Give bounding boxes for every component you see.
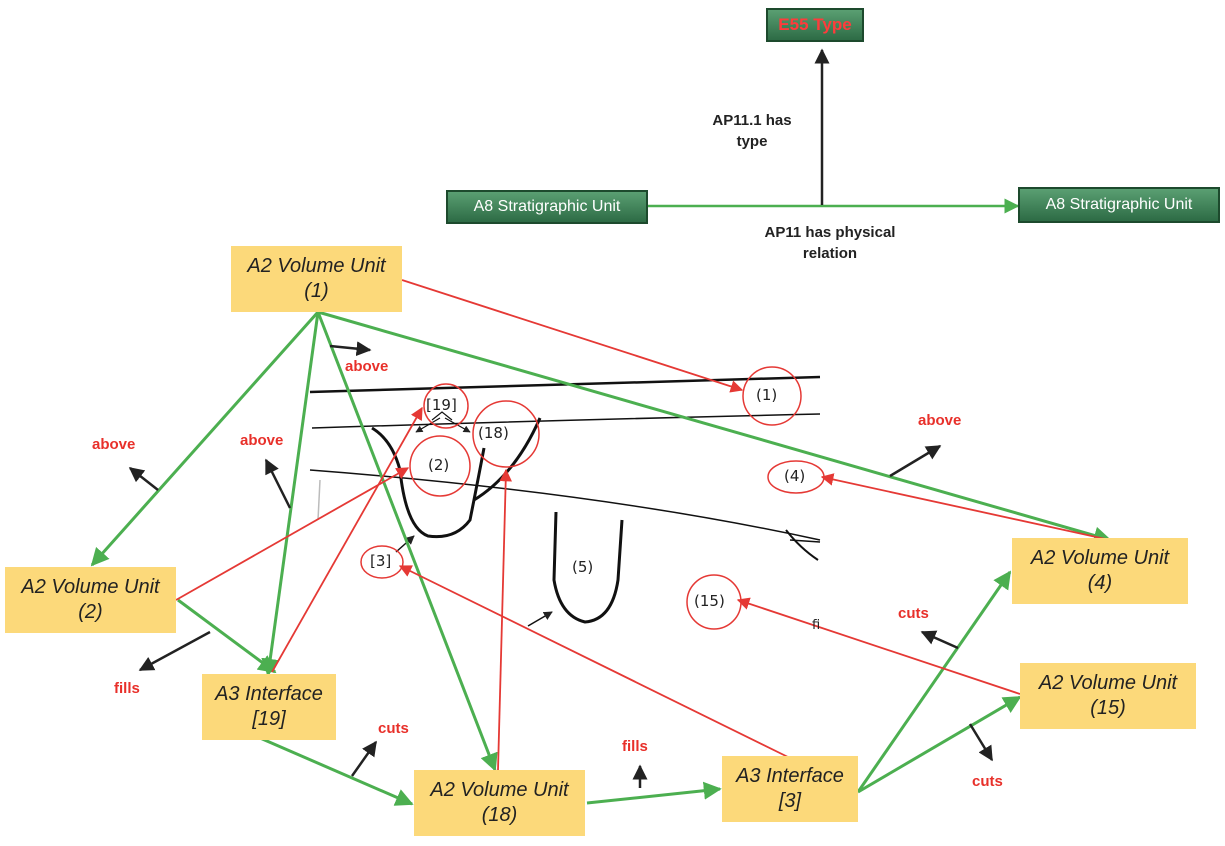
section-label-3: [3] <box>370 552 392 570</box>
edge-2-19 <box>177 598 277 674</box>
cut-pit-2 <box>371 426 486 539</box>
map-18 <box>497 468 512 771</box>
section-label-5: (5) <box>572 558 594 576</box>
divider-mark <box>317 479 321 521</box>
arrow-3 <box>395 535 415 553</box>
green-relations <box>90 310 1112 806</box>
map-3 <box>398 565 791 759</box>
map-19 <box>271 406 423 673</box>
edge-mark <box>785 529 819 561</box>
a8-unit-right-box: A8 Stratigraphic Unit <box>1018 187 1220 223</box>
circle-19 <box>423 383 469 429</box>
arrow-19-left <box>415 417 441 433</box>
arrow-above-2 <box>128 467 159 491</box>
cut-pit-5 <box>552 511 624 624</box>
has-type-line1: AP11.1 has <box>712 112 792 129</box>
circle-2 <box>409 435 471 497</box>
map-1 <box>401 279 744 393</box>
relation-arrows <box>128 341 994 788</box>
physical-relation-line1: AP11 has physical <box>764 224 896 241</box>
unit-title: A2 Volume Unit <box>1038 672 1178 694</box>
top-model <box>648 48 1020 214</box>
above-label-4: above <box>918 412 962 429</box>
fills-label-2: fills <box>622 738 648 755</box>
section-drawing <box>309 375 821 627</box>
physical-relation-label: AP11 has physical relation <box>750 222 910 264</box>
arrow-above-4 <box>889 444 942 478</box>
volume-unit-4: A2 Volume Unit (4) <box>1012 538 1188 604</box>
edge-1-18 <box>316 311 498 772</box>
edge-1-2 <box>90 311 320 567</box>
circle-18 <box>472 400 540 468</box>
arrow-cuts-3 <box>968 723 994 762</box>
unit-id: [19] <box>252 708 286 730</box>
arrow-cuts-1 <box>350 740 378 777</box>
unit-id: (18) <box>481 804 518 826</box>
cuts-label-2: cuts <box>898 605 929 622</box>
unit-title: A2 Volume Unit <box>21 576 160 598</box>
volume-unit-18: A2 Volume Unit (18) <box>414 770 585 836</box>
unit-id: (1) <box>304 280 329 302</box>
circle-3 <box>360 545 404 579</box>
section-label-fi: fi <box>812 618 821 633</box>
fills-label-1: fills <box>114 680 140 697</box>
unit-title: A2 Volume Unit <box>1030 547 1170 569</box>
red-mappings <box>175 279 1111 771</box>
section-label-4: (4) <box>784 467 806 485</box>
edge-18-3 <box>586 781 722 805</box>
section-label-1: (1) <box>756 386 778 404</box>
edge-1-4 <box>317 310 1112 545</box>
above-label-1: above <box>345 358 389 375</box>
interface-3: A3 Interface [3] <box>722 756 858 822</box>
unit-id: (4) <box>1087 572 1113 594</box>
a8-unit-left-box: A8 Stratigraphic Unit <box>446 190 648 224</box>
edge-19-18 <box>259 736 414 806</box>
section-label-18: (18) <box>478 424 509 442</box>
layer-line-3 <box>309 469 821 541</box>
cuts-label-3: cuts <box>972 773 1003 790</box>
section-label-15: (15) <box>694 592 725 610</box>
map-4 <box>820 473 1111 541</box>
layer-line-2 <box>311 413 821 429</box>
interface-19: A3 Interface [19] <box>202 674 336 740</box>
unit-title: A3 Interface <box>215 683 323 705</box>
edge-1-19 <box>261 311 320 677</box>
has-type-label: AP11.1 has type <box>694 110 810 152</box>
volume-unit-15: A2 Volume Unit (15) <box>1020 663 1196 729</box>
e55-type-box: E55 Type <box>766 8 864 42</box>
unit-title: A2 Volume Unit <box>247 255 386 277</box>
arrow-above-1 <box>329 341 372 357</box>
unit-id: (2) <box>78 601 103 623</box>
circle-1 <box>742 366 802 426</box>
volume-unit-1: A2 Volume Unit (1) <box>231 246 402 312</box>
edge-mark-2 <box>789 539 821 543</box>
has-type-line2: type <box>736 133 768 150</box>
volume-unit-2: A2 Volume Unit (2) <box>5 567 176 633</box>
above-label-2: above <box>92 436 136 453</box>
arrow-fills-1 <box>138 630 211 672</box>
map-15 <box>736 597 1021 695</box>
edge-3-15 <box>857 695 1022 794</box>
arrow-above-3 <box>264 458 292 509</box>
physical-relation-line2: relation <box>802 245 858 262</box>
arrow-cuts-2 <box>920 630 959 650</box>
above-label-3: above <box>240 432 284 449</box>
map-2 <box>175 467 410 601</box>
unit-id: (15) <box>1090 697 1126 719</box>
unit-title: A3 Interface <box>736 765 844 787</box>
edge-3-4 <box>856 570 1012 793</box>
tick-19 <box>431 411 453 421</box>
section-label-19: [19] <box>426 396 457 414</box>
section-label-2: (2) <box>428 456 450 474</box>
arrow-5 <box>527 611 553 627</box>
unit-title: A2 Volume Unit <box>430 779 569 801</box>
unit-id: [3] <box>778 790 802 812</box>
cuts-label-1: cuts <box>378 720 409 737</box>
